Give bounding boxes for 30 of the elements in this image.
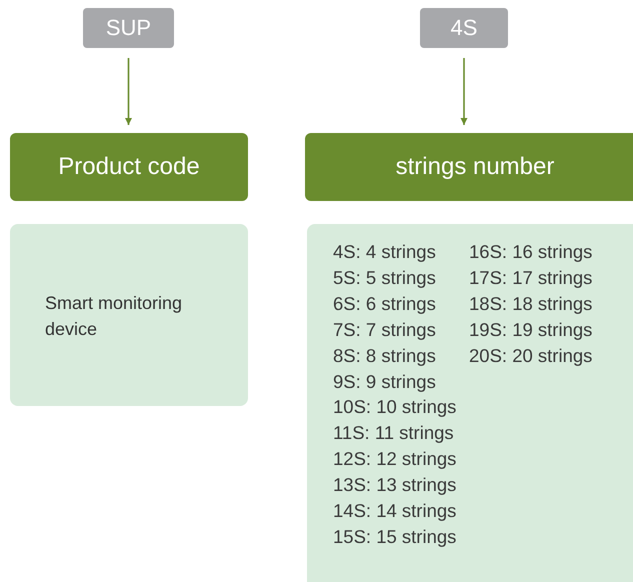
option-text: 5S: 5 strings — [333, 266, 436, 289]
option-text: 11S: 11 strings — [333, 422, 454, 444]
option-text: 16S: 16 strings — [469, 241, 592, 263]
option-text: 13S: 13 strings — [333, 474, 456, 496]
option-text: 20S: 20 strings — [469, 344, 592, 367]
option-text: 7S: 7 strings — [333, 318, 436, 341]
option-text: 15S: 15 strings — [333, 526, 456, 548]
option-text: 9S: 9 strings — [333, 370, 436, 392]
option-text: 18S: 18 strings — [469, 292, 592, 315]
code-label: SUP — [104, 14, 152, 42]
option-text: 8S: 8 strings — [333, 344, 436, 367]
arrow — [125, 58, 132, 125]
description-text: Smart monitoring device — [45, 292, 184, 341]
options-panel — [307, 224, 633, 582]
description-panel — [10, 224, 248, 406]
header-box — [10, 133, 248, 201]
header-label: Product code — [57, 152, 201, 182]
option-text: 12S: 12 strings — [333, 448, 456, 470]
option-text: 6S: 6 strings — [333, 292, 436, 315]
header-box — [305, 133, 633, 201]
option-text: 19S: 19 strings — [469, 318, 592, 341]
code-tag — [420, 8, 508, 48]
code-label: 4S — [450, 14, 478, 42]
option-text: 10S: 10 strings — [333, 396, 456, 418]
arrow — [460, 58, 468, 125]
header-label: strings number — [394, 152, 556, 182]
code-tag — [83, 8, 174, 48]
option-text: 17S: 17 strings — [469, 266, 592, 289]
option-text: 14S: 14 strings — [333, 500, 456, 522]
option-text: 4S: 4 strings — [333, 241, 436, 263]
